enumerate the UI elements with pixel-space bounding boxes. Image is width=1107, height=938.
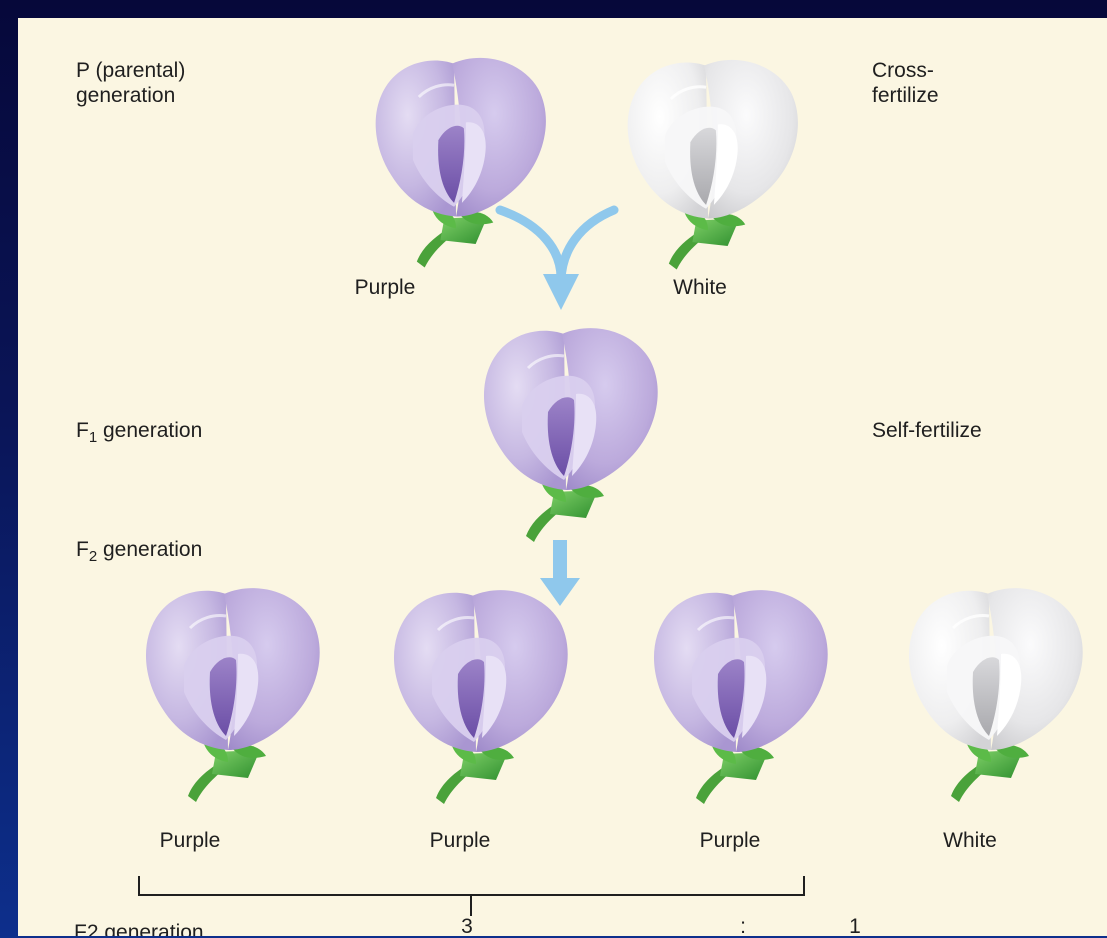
f2-letter: F (76, 538, 89, 561)
p-white-flower (628, 60, 798, 270)
f1-generation-label: F1 generation (76, 418, 202, 445)
f2-white-label: White (943, 828, 997, 853)
bottom-cut-label: F2 generation (74, 920, 204, 936)
f2-purple-flower-2 (394, 590, 568, 804)
self-fertilize-arrow (540, 540, 580, 606)
f2-purple-label-3: Purple (700, 828, 761, 853)
self-fertilize-label: Self-fertilize (872, 418, 982, 443)
f2-suffix: generation (97, 538, 202, 561)
ratio-colon: : (740, 914, 746, 936)
cross-fertilize-line-2: fertilize (872, 83, 939, 108)
f1-subscript: 1 (89, 429, 97, 446)
f2-generation-label: F2 generation (76, 537, 202, 564)
p-generation-line-2: generation (76, 83, 185, 108)
f1-purple-flower (484, 328, 658, 542)
p-generation-line-1: P (parental) (76, 58, 185, 83)
f2-purple-flower-1 (146, 588, 320, 802)
f2-subscript: 2 (89, 548, 97, 565)
cross-fertilize-line-1: Cross- (872, 58, 939, 83)
purple-group-bracket (139, 876, 804, 916)
p-generation-label: P (parental) generation (76, 58, 185, 108)
f1-letter: F (76, 419, 89, 442)
f2-purple-label-2: Purple (430, 828, 491, 853)
f2-purple-flower-3 (654, 590, 828, 804)
ratio-left: 3 (461, 914, 473, 936)
monohybrid-cross-diagram (18, 18, 1107, 936)
f2-white-flower (909, 588, 1083, 802)
diagram-panel: P (parental) generation Cross- fertilize… (18, 18, 1107, 936)
f2-purple-label-1: Purple (160, 828, 221, 853)
p-purple-flower (376, 58, 546, 268)
p-purple-label: Purple (355, 275, 416, 300)
cross-fertilize-label: Cross- fertilize (872, 58, 939, 108)
cross-arrow (500, 210, 614, 310)
p-white-label: White (673, 275, 727, 300)
ratio-right: 1 (849, 914, 861, 936)
f1-suffix: generation (97, 419, 202, 442)
